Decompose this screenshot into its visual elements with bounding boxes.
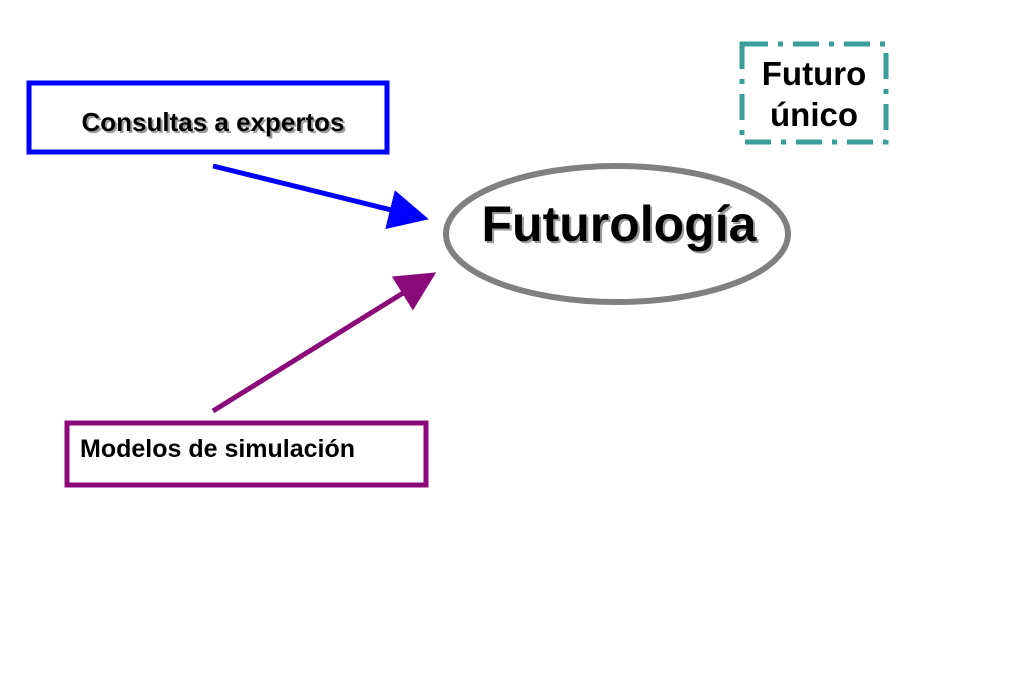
futurologia-node: Futurología xyxy=(443,163,791,305)
futurologia-label: Futurología xyxy=(482,196,758,252)
arrow-modelos-to-futurologia xyxy=(211,272,437,414)
consultas-node: Consultas a expertos xyxy=(26,80,390,155)
futurologia-ellipse xyxy=(443,163,791,305)
consultas-box xyxy=(26,80,390,155)
modelos-box xyxy=(64,420,429,488)
modelos-node: Modelos de simulación xyxy=(64,420,429,488)
futuro-unico-note: Futuro único xyxy=(739,41,889,145)
futuro-unico-line-2: único xyxy=(770,96,858,133)
consultas-label: Consultas a expertos xyxy=(82,107,345,137)
modelos-label: Modelos de simulación xyxy=(80,435,355,463)
arrow-consultas-to-futurologia xyxy=(212,163,429,230)
futuro-unico-line-1: Futuro xyxy=(762,55,866,92)
futuro-unico-box xyxy=(739,41,889,145)
